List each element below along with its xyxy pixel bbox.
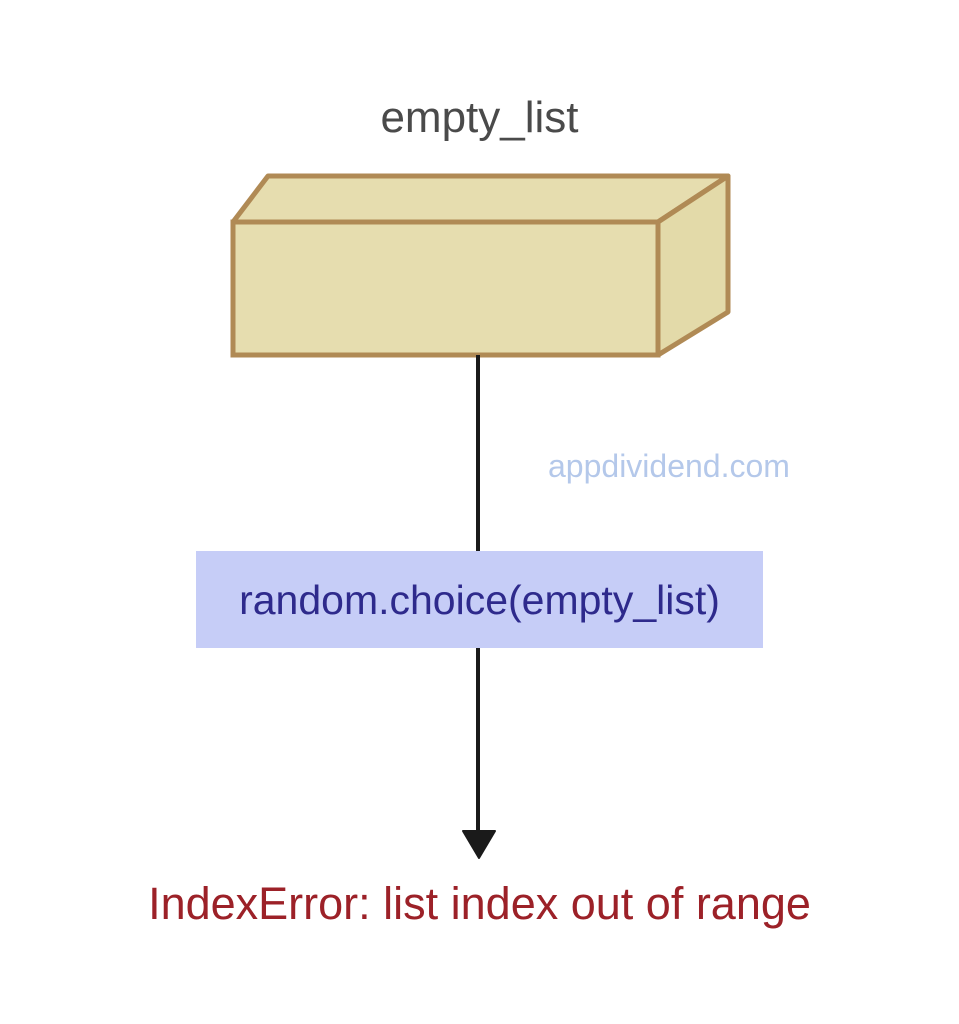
error-message: IndexError: list index out of range xyxy=(148,878,811,929)
cuboid-front-face xyxy=(230,219,661,358)
watermark: appdividend.com xyxy=(548,448,790,484)
code-label-box: random.choice(empty_list) xyxy=(196,551,763,648)
page-title: empty_list xyxy=(380,93,579,142)
cuboid-top-face xyxy=(230,173,731,225)
cuboid-right-face xyxy=(655,173,731,358)
arrow-head-icon xyxy=(462,830,496,859)
code-label-text: random.choice(empty_list) xyxy=(239,576,720,623)
